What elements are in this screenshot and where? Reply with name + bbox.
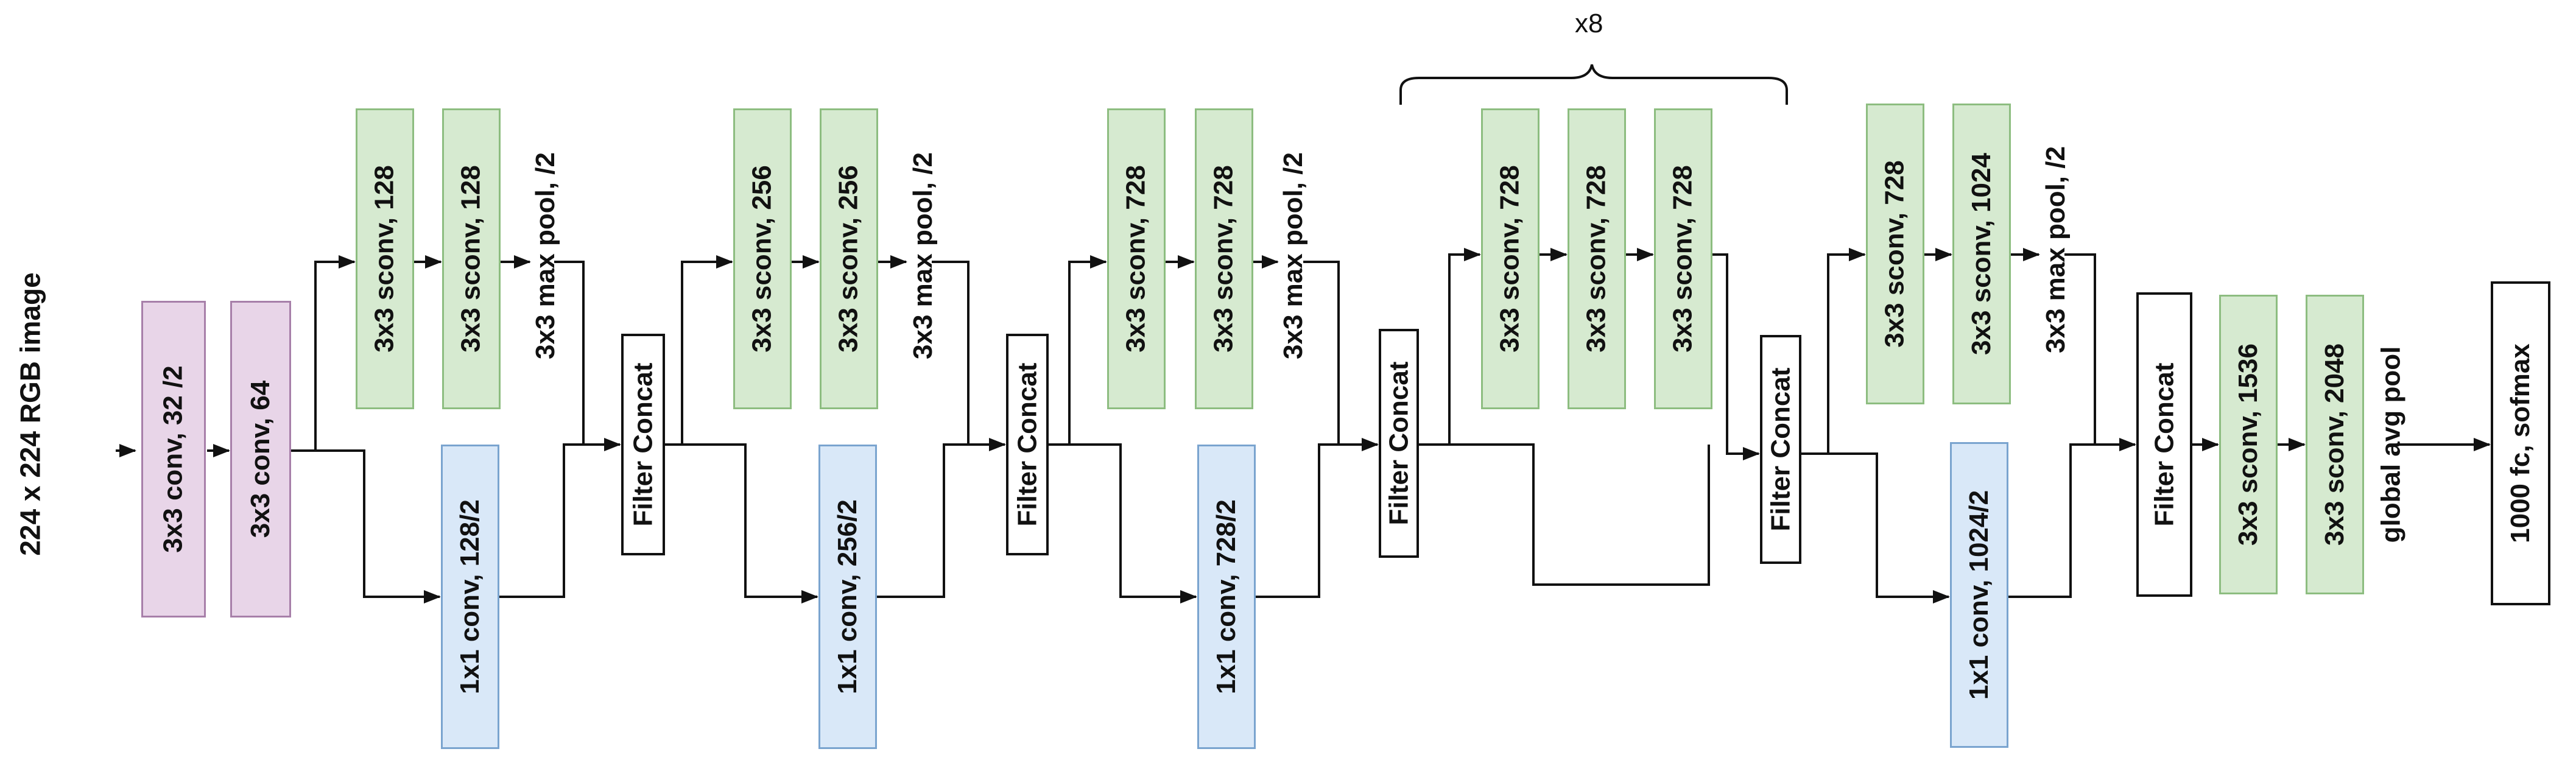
arrow-middle-sconv3-to-concat bbox=[1712, 253, 1760, 460]
arrow-b2-to-block3-sconv1 bbox=[1068, 255, 1107, 445]
block3-concat-box: Filter Concat bbox=[1379, 329, 1419, 558]
wire-b1-shortcut-to-concat bbox=[499, 443, 583, 598]
exit-pool-label: 3x3 max pool, /2 bbox=[2041, 146, 2071, 353]
block2-sconv2-box: 3x3 sconv, 256 bbox=[820, 108, 878, 409]
block3-sconv1-label: 3x3 sconv, 728 bbox=[1121, 165, 1151, 353]
exit-sconv1-box: 3x3 sconv, 728 bbox=[1866, 104, 1924, 404]
middle-sconv3-label: 3x3 sconv, 728 bbox=[1668, 165, 1698, 353]
fc-softmax-label: 1000 fc, sofmax bbox=[2505, 343, 2535, 543]
global-avg-pool-label: global avg pool bbox=[2376, 346, 2405, 543]
exit-sconv3-label: 3x3 sconv, 1536 bbox=[2233, 343, 2263, 546]
middle-sconv1-box: 3x3 sconv, 728 bbox=[1481, 108, 1540, 409]
arrow-stem-to-block1-sconv1 bbox=[314, 255, 356, 451]
block2-sconv1-label: 3x3 sconv, 256 bbox=[747, 165, 777, 353]
block1-concat-box: Filter Concat bbox=[621, 334, 665, 555]
block3-pool-label: 3x3 max pool, /2 bbox=[1278, 152, 1308, 359]
stem-conv2-label: 3x3 conv, 64 bbox=[245, 380, 275, 538]
exit-concat-label: Filter Concat bbox=[2149, 362, 2180, 527]
block1-sconv2-label: 3x3 sconv, 128 bbox=[456, 165, 486, 353]
arrow-b1-to-block2-shortcut bbox=[682, 443, 818, 603]
block3-sconv2-label: 3x3 sconv, 728 bbox=[1209, 165, 1239, 353]
stem-conv1-label: 3x3 conv, 32 /2 bbox=[158, 365, 189, 553]
arrow-b3-pool-to-concat bbox=[1303, 261, 1379, 451]
exit-concat-box: Filter Concat bbox=[2136, 292, 2192, 597]
wire-b2-shortcut-to-concat bbox=[877, 443, 968, 598]
exit-sconv4-label: 3x3 sconv, 2048 bbox=[2320, 343, 2349, 546]
arrow-b2-to-block3-shortcut bbox=[1069, 443, 1197, 603]
arrow-b1-to-block2-sconv1 bbox=[681, 255, 733, 445]
block3-shortcut-label: 1x1 conv, 728/2 bbox=[1211, 499, 1241, 694]
block2-sconv1-box: 3x3 sconv, 256 bbox=[733, 108, 792, 409]
wire-exit-shortcut-to-concat bbox=[2008, 443, 2095, 598]
arrow-exit-to-shortcut bbox=[1828, 452, 1950, 603]
block2-shortcut-box: 1x1 conv, 256/2 bbox=[818, 445, 877, 749]
arrow-b2-pool-to-concat bbox=[932, 261, 1006, 451]
exit-sconv2-box: 3x3 sconv, 1024 bbox=[1952, 104, 2011, 404]
arrow-exit-to-sconv1 bbox=[1827, 248, 1866, 454]
block2-concat-label: Filter Concat bbox=[1012, 362, 1043, 527]
fc-softmax-box: 1000 fc, sofmax bbox=[2491, 281, 2550, 605]
input-image-label: 224 x 224 RGB image bbox=[15, 272, 46, 556]
wire-middle-residual bbox=[1449, 443, 1710, 586]
block2-sconv2-label: 3x3 sconv, 256 bbox=[834, 165, 864, 353]
middle-concat-box: Filter Concat bbox=[1760, 335, 1801, 564]
arrow-b1-pool-to-concat bbox=[554, 261, 621, 451]
block1-sconv1-label: 3x3 sconv, 128 bbox=[370, 165, 399, 353]
block1-sconv2-box: 3x3 sconv, 128 bbox=[442, 108, 501, 409]
arrow-exit-pool-to-concat bbox=[2064, 253, 2136, 451]
middle-concat-label: Filter Concat bbox=[1765, 367, 1796, 532]
repeat-brace bbox=[1399, 64, 1788, 105]
block2-shortcut-label: 1x1 conv, 256/2 bbox=[832, 499, 862, 694]
block2-pool-label: 3x3 max pool, /2 bbox=[908, 152, 938, 359]
middle-sconv1-label: 3x3 sconv, 728 bbox=[1495, 165, 1525, 353]
middle-sconv3-box: 3x3 sconv, 728 bbox=[1654, 108, 1712, 409]
exit-sconv4-box: 3x3 sconv, 2048 bbox=[2306, 295, 2364, 594]
arrow-middle-to-sconv1 bbox=[1448, 248, 1481, 445]
block1-shortcut-box: 1x1 conv, 128/2 bbox=[441, 445, 499, 749]
block1-sconv1-box: 3x3 sconv, 128 bbox=[356, 108, 414, 409]
stem-conv2-box: 3x3 conv, 64 bbox=[230, 301, 291, 618]
block1-concat-label: Filter Concat bbox=[628, 362, 658, 527]
exit-sconv1-label: 3x3 sconv, 728 bbox=[1880, 160, 1910, 348]
middle-sconv2-label: 3x3 sconv, 728 bbox=[1582, 165, 1611, 353]
block3-sconv1-box: 3x3 sconv, 728 bbox=[1107, 108, 1166, 409]
block3-concat-label: Filter Concat bbox=[1384, 361, 1414, 526]
arrow-stem-to-block1-shortcut bbox=[315, 449, 441, 603]
exit-sconv3-box: 3x3 sconv, 1536 bbox=[2219, 295, 2278, 594]
exit-sconv2-label: 3x3 sconv, 1024 bbox=[1966, 153, 1996, 355]
block1-pool-label: 3x3 max pool, /2 bbox=[530, 152, 560, 359]
block3-shortcut-box: 1x1 conv, 728/2 bbox=[1197, 445, 1256, 749]
exit-shortcut-label: 1x1 conv, 1024/2 bbox=[1964, 490, 1994, 700]
repeat-count-label: x8 bbox=[1575, 9, 1603, 38]
exit-shortcut-box: 1x1 conv, 1024/2 bbox=[1950, 442, 2008, 748]
middle-sconv2-box: 3x3 sconv, 728 bbox=[1568, 108, 1626, 409]
block3-sconv2-box: 3x3 sconv, 728 bbox=[1195, 108, 1253, 409]
block1-shortcut-label: 1x1 conv, 128/2 bbox=[455, 499, 485, 694]
wire-b3-shortcut-to-concat bbox=[1256, 443, 1339, 598]
block2-concat-box: Filter Concat bbox=[1006, 334, 1049, 555]
stem-conv1-box: 3x3 conv, 32 /2 bbox=[141, 301, 206, 618]
